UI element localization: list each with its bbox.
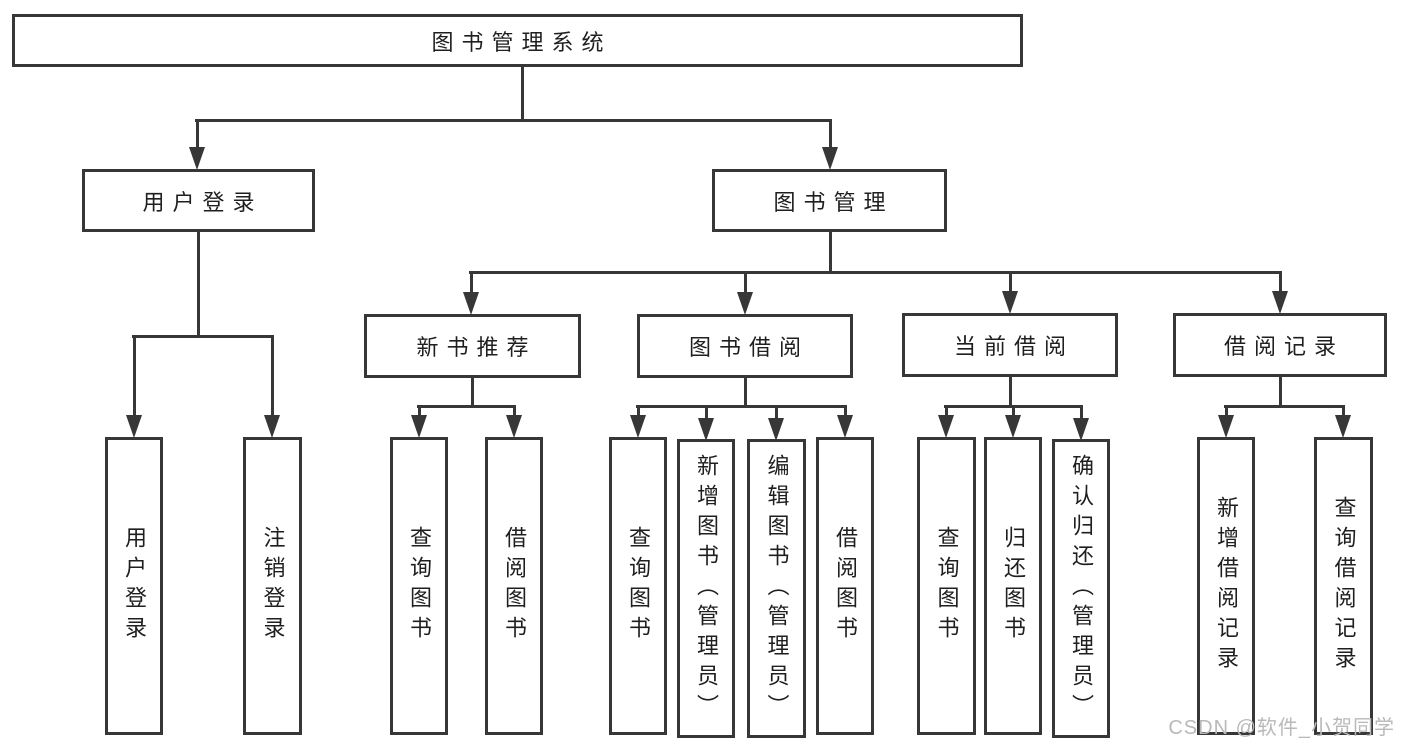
node-root: 图书管理系统 [12, 14, 1023, 67]
connector-line-vertical [1278, 271, 1282, 296]
arrowhead-down-icon [698, 418, 714, 441]
connector-line-vertical [774, 405, 778, 421]
leaf-query-borrow-record-label: 查询借阅记录 [1331, 496, 1357, 676]
leaf-borrow-books-1: 借阅图书 [485, 437, 543, 735]
connector-line-vertical [469, 271, 473, 296]
node-book-borrowing-label: 图书借阅 [688, 335, 809, 360]
arrowhead-down-icon [463, 292, 479, 315]
connector-line-vertical [1341, 405, 1345, 418]
leaf-logout-label: 注销登录 [260, 526, 286, 646]
leaf-add-borrow-record: 新增借阅记录 [1197, 437, 1255, 735]
arrowhead-down-icon [126, 415, 142, 438]
node-borrowing-records-label: 借阅记录 [1223, 334, 1344, 359]
node-book-borrowing: 图书借阅 [637, 314, 853, 378]
leaf-add-books-admin: 新增图书（管理员） [677, 439, 735, 738]
connector-line-vertical [470, 378, 474, 407]
leaf-edit-books-admin-label: 编辑图书（管理员） [764, 453, 790, 724]
leaf-borrow-books-2: 借阅图书 [816, 437, 874, 735]
leaf-return-books: 归还图书 [984, 437, 1042, 735]
leaf-borrow-books-1-label: 借阅图书 [502, 526, 527, 646]
leaf-add-books-admin-label: 新增图书（管理员） [694, 453, 719, 724]
leaf-user-login-label: 用户登录 [122, 526, 147, 646]
connector-line-vertical [704, 405, 708, 421]
node-new-book-recommend-label: 新书推荐 [416, 335, 537, 360]
leaf-query-books-3: 查询图书 [917, 437, 976, 735]
connector-line-horizontal [944, 404, 1083, 408]
connector-line-vertical [417, 405, 421, 418]
node-book-management-label: 图书管理 [773, 189, 894, 215]
arrowhead-down-icon [189, 147, 205, 170]
connector-line-vertical [743, 378, 747, 407]
arrowhead-down-icon [1073, 418, 1089, 441]
arrowhead-down-icon [1272, 291, 1288, 314]
arrowhead-down-icon [822, 147, 838, 170]
leaf-query-books-2: 查询图书 [609, 437, 667, 735]
leaf-confirm-return-admin-label: 确认归还（管理员） [1069, 453, 1094, 724]
arrowhead-down-icon [1005, 415, 1021, 438]
connector-line-horizontal [132, 334, 274, 338]
arrowhead-down-icon [630, 415, 646, 438]
connector-line-vertical [270, 335, 274, 418]
leaf-query-books-1-label: 查询图书 [407, 526, 432, 646]
node-current-borrowing: 当前借阅 [902, 313, 1118, 377]
arrowhead-down-icon [938, 415, 954, 438]
connector-line-horizontal [636, 404, 847, 408]
connector-line-vertical [636, 405, 640, 418]
arrowhead-down-icon [1002, 291, 1018, 314]
leaf-borrow-books-2-label: 借阅图书 [833, 526, 858, 646]
connector-line-horizontal [1224, 404, 1345, 408]
connector-line-vertical [132, 335, 136, 418]
connector-line-vertical [196, 232, 200, 337]
connector-line-vertical [828, 232, 832, 273]
connector-line-vertical [828, 120, 832, 152]
node-new-book-recommend: 新书推荐 [364, 314, 581, 378]
connector-line-vertical [1008, 377, 1012, 407]
leaf-return-books-label: 归还图书 [1001, 526, 1026, 646]
node-root-label: 图书管理系统 [431, 29, 612, 55]
node-borrowing-records: 借阅记录 [1173, 313, 1387, 377]
leaf-query-borrow-record: 查询借阅记录 [1314, 437, 1373, 735]
connector-line-horizontal [417, 404, 516, 408]
connector-line-vertical [512, 405, 516, 418]
connector-line-vertical [520, 67, 524, 120]
leaf-user-login: 用户登录 [105, 437, 163, 735]
arrowhead-down-icon [506, 415, 522, 438]
leaf-query-books-3-label: 查询图书 [934, 526, 960, 646]
connector-line-vertical [1011, 405, 1015, 418]
arrowhead-down-icon [837, 415, 853, 438]
connector-line-vertical [1224, 405, 1228, 418]
arrowhead-down-icon [768, 418, 784, 441]
connector-line-vertical [944, 405, 948, 418]
leaf-add-borrow-record-label: 新增借阅记录 [1214, 496, 1239, 676]
node-user-login: 用户登录 [82, 169, 315, 232]
node-current-borrowing-label: 当前借阅 [953, 334, 1074, 359]
leaf-logout: 注销登录 [243, 437, 302, 735]
leaf-query-books-1: 查询图书 [390, 437, 448, 735]
connector-line-horizontal [469, 270, 1282, 274]
arrowhead-down-icon [1218, 415, 1234, 438]
connector-line-vertical [1079, 405, 1083, 421]
node-user-login-label: 用户登录 [142, 189, 263, 215]
arrowhead-down-icon [737, 292, 753, 315]
connector-line-vertical [843, 405, 847, 418]
connector-line-vertical [195, 120, 199, 152]
connector-line-vertical [1278, 377, 1282, 407]
leaf-edit-books-admin: 编辑图书（管理员） [747, 439, 806, 738]
connector-line-vertical [1008, 271, 1012, 296]
csdn-watermark: CSDN @软件_小贺同学 [1168, 717, 1395, 739]
node-book-management: 图书管理 [712, 169, 947, 232]
connector-line-horizontal [195, 118, 832, 122]
arrowhead-down-icon [411, 415, 427, 438]
arrowhead-down-icon [1335, 415, 1351, 438]
connector-line-vertical [743, 271, 747, 296]
leaf-confirm-return-admin: 确认归还（管理员） [1052, 439, 1110, 738]
leaf-query-books-2-label: 查询图书 [626, 526, 651, 646]
arrowhead-down-icon [264, 415, 280, 438]
